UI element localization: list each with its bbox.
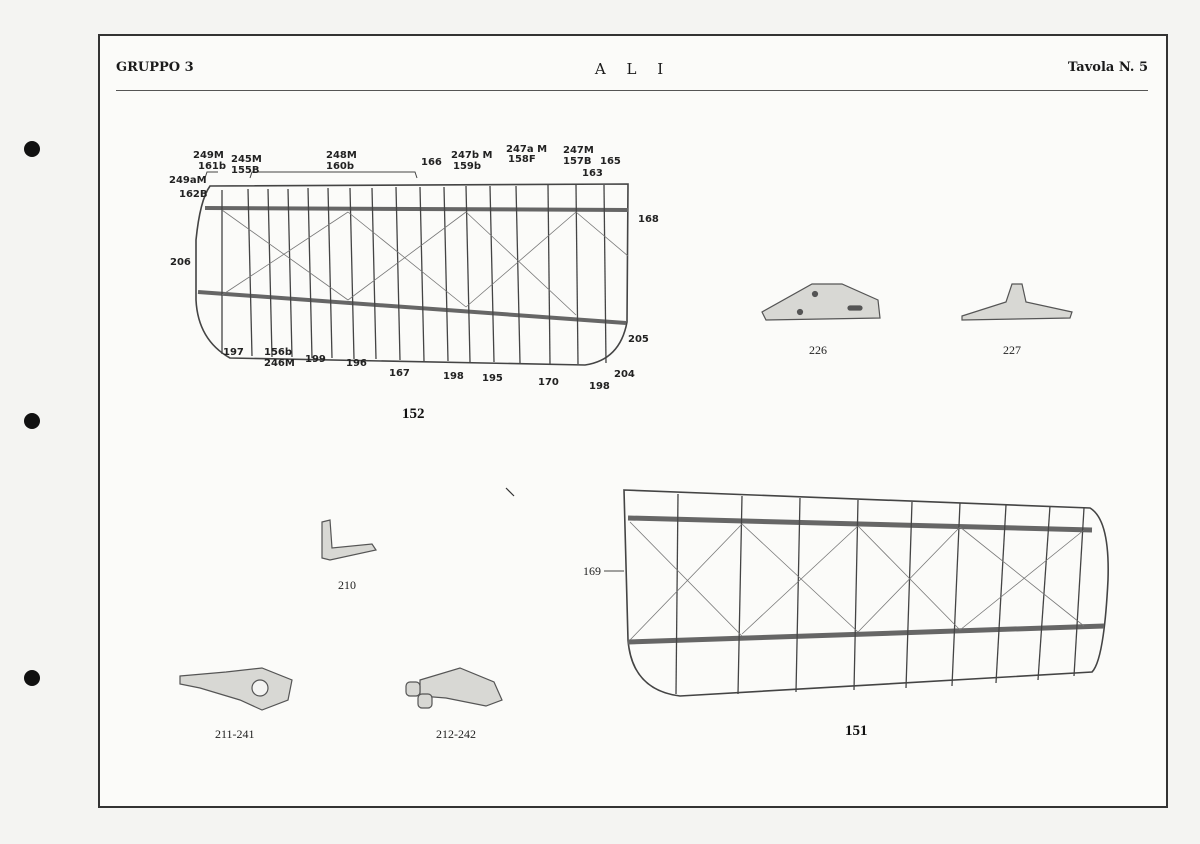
callout-169: 169 bbox=[583, 564, 601, 578]
callout-159b: 159b bbox=[453, 161, 482, 172]
part-226-caption: 226 bbox=[809, 343, 827, 357]
callout-246m: 246M bbox=[264, 358, 295, 369]
wing-151-drawing bbox=[604, 489, 1109, 697]
callout-204: 204 bbox=[614, 369, 635, 380]
callout-165: 165 bbox=[600, 156, 621, 167]
wing-152-drawing bbox=[195, 171, 629, 366]
callout-160b: 160b bbox=[326, 161, 355, 172]
binder-hole-bottom bbox=[24, 670, 40, 686]
callout-199: 199 bbox=[305, 354, 326, 365]
callout-249m: 249M bbox=[193, 150, 224, 161]
callout-198-left: 198 bbox=[443, 371, 464, 382]
figure-151-caption: 151 bbox=[845, 723, 868, 739]
callout-206: 206 bbox=[170, 257, 191, 268]
callout-247am: 247a M bbox=[506, 144, 548, 155]
part-211-241-plate bbox=[179, 667, 293, 711]
plate-title: A L I bbox=[594, 60, 672, 78]
callout-166: 166 bbox=[421, 157, 442, 168]
figure-152-caption: 152 bbox=[402, 406, 425, 422]
part-226-bracket bbox=[761, 283, 881, 321]
part-227-bracket bbox=[961, 283, 1073, 321]
callout-197: 197 bbox=[223, 347, 244, 358]
callout-196: 196 bbox=[346, 358, 367, 369]
part-212-242-caption: 212-242 bbox=[436, 727, 476, 741]
header-rule bbox=[116, 90, 1148, 91]
callout-157b: 157B bbox=[563, 156, 592, 167]
callout-162b: 162B bbox=[179, 189, 208, 200]
callout-248m: 248M bbox=[326, 150, 357, 161]
callout-163: 163 bbox=[582, 168, 603, 179]
group-label: GRUPPO 3 bbox=[116, 60, 194, 75]
callout-205: 205 bbox=[628, 334, 649, 345]
callout-245m: 245M bbox=[231, 154, 262, 165]
callout-158f: 158F bbox=[508, 154, 536, 165]
callout-167: 167 bbox=[389, 368, 410, 379]
callout-156b: 156b bbox=[264, 347, 293, 358]
part-227-caption: 227 bbox=[1003, 343, 1021, 357]
part-212-242-hinge bbox=[405, 667, 503, 709]
callout-155b: 155B bbox=[231, 165, 260, 176]
plate-number: Tavola N. 5 bbox=[1067, 60, 1148, 75]
part-211-241-caption: 211-241 bbox=[215, 727, 255, 741]
callout-168: 168 bbox=[638, 214, 659, 225]
callout-247m: 247M bbox=[563, 145, 594, 156]
part-210-angle bbox=[321, 519, 377, 561]
callout-195: 195 bbox=[482, 373, 503, 384]
callout-247bm: 247b M bbox=[451, 150, 493, 161]
callout-170: 170 bbox=[538, 377, 559, 388]
part-210-caption: 210 bbox=[338, 578, 356, 592]
binder-hole-middle bbox=[24, 413, 40, 429]
callout-161b: 161b bbox=[198, 161, 227, 172]
callout-249am: 249aM bbox=[169, 175, 207, 186]
callout-198-right: 198 bbox=[589, 381, 610, 392]
binder-hole-top bbox=[24, 141, 40, 157]
